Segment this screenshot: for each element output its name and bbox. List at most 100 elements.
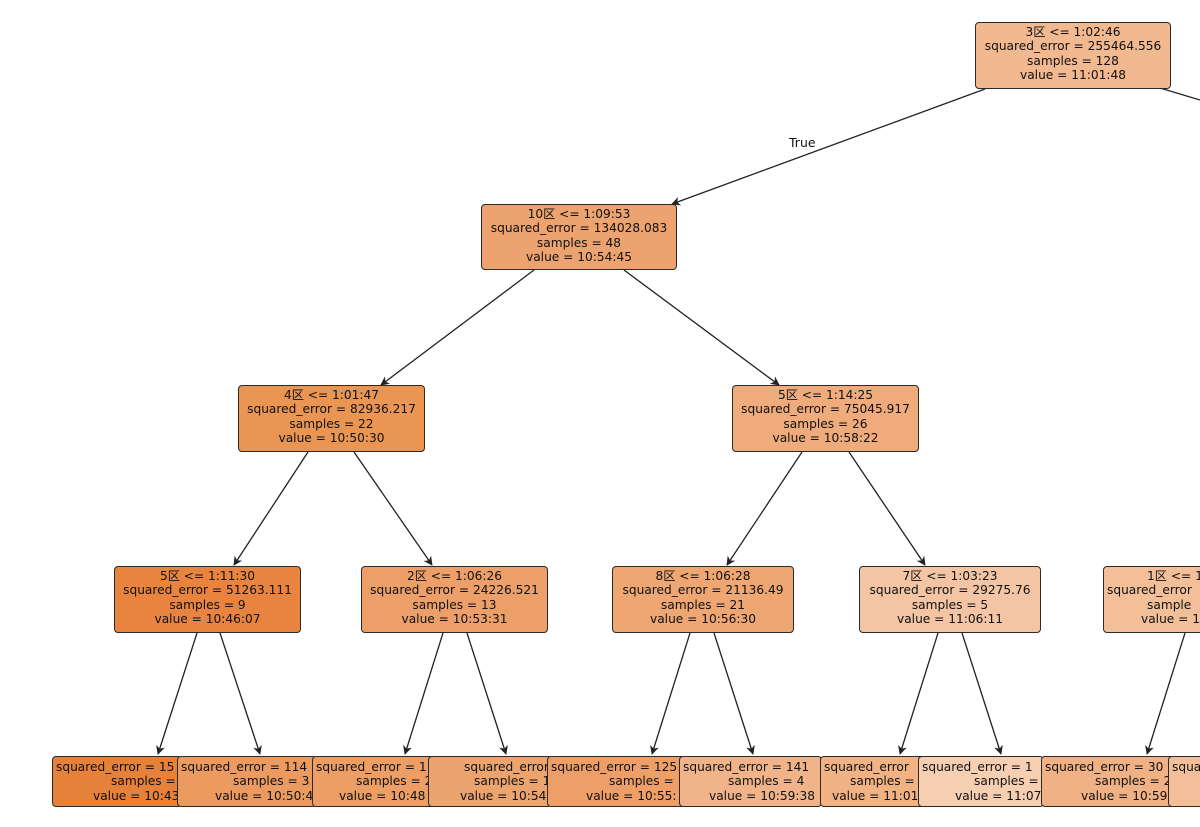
node-value: value = 10:50:30 bbox=[278, 431, 385, 446]
node-samples: samples = 48 bbox=[536, 235, 622, 250]
tree-node-root: 3区 <= 1:02:46 squared_error = 255464.556… bbox=[975, 22, 1171, 89]
node-squared-error: squared_error = 125 bbox=[551, 760, 678, 774]
node-value: value = 11:07 bbox=[955, 788, 1042, 803]
true-edge-label: True bbox=[789, 135, 816, 150]
node-value: value = 10:59:38 bbox=[709, 788, 815, 803]
node-samples: samples = bbox=[974, 774, 1039, 789]
edge-root-right bbox=[1159, 87, 1200, 101]
node-squared-error: squa bbox=[1172, 760, 1200, 774]
node-samples: samples = 9 bbox=[169, 597, 246, 612]
node-split-condition: 7区 <= 1:03:23 bbox=[902, 569, 998, 583]
edge-n1-n3 bbox=[623, 269, 780, 386]
node-samples: samples = 13 bbox=[412, 597, 497, 612]
edge-n8-l9 bbox=[1145, 632, 1186, 755]
node-squared-error: squared_error = 141 bbox=[683, 760, 810, 774]
node-samples: samples = 22 bbox=[289, 416, 374, 431]
node-samples: samples = 21 bbox=[660, 597, 746, 612]
node-value: value = 10:43 bbox=[93, 788, 180, 803]
tree-leaf-5: squared_error = 125 samples = 17 value =… bbox=[547, 756, 685, 807]
node-split-condition: 5区 <= 1:11:30 bbox=[159, 569, 256, 583]
node-split-condition: 4区 <= 1:01:47 bbox=[283, 388, 380, 402]
node-squared-error: squared_error = 15 bbox=[56, 760, 175, 774]
node-squared-error: squared_error = 134028.083 bbox=[490, 221, 668, 236]
edge-n5-l4 bbox=[466, 632, 508, 755]
node-squared-error: squared_error = 21136.49 bbox=[622, 583, 784, 598]
node-samples: samples = 3 bbox=[233, 774, 310, 789]
tree-leaf-10: squa bbox=[1168, 756, 1200, 807]
edge-n6-l5 bbox=[650, 632, 691, 755]
node-squared-error: squared_error bbox=[824, 760, 909, 774]
node-squared-error: squared_error = 75045.917 bbox=[741, 402, 910, 417]
node-squared-error: squared_error = 24226.521 bbox=[370, 583, 539, 598]
node-squared-error: squared_error = 8 bbox=[464, 760, 551, 774]
node-value: value = 10:59 bbox=[1081, 788, 1168, 803]
node-value: value = 10:55: bbox=[586, 788, 677, 803]
tree-node-depth3-c: 8区 <= 1:06:28 squared_error = 21136.49 s… bbox=[612, 566, 794, 633]
node-value: value = 1 bbox=[1141, 612, 1200, 627]
edge-n5-l3 bbox=[403, 632, 444, 755]
edge-n3-n7 bbox=[848, 451, 926, 566]
tree-leaf-2: squared_error = 114 samples = 3 value = … bbox=[177, 756, 317, 807]
node-value: value = 11:06:11 bbox=[897, 612, 1003, 627]
tree-node-depth1-left: 10区 <= 1:09:53 squared_error = 134028.08… bbox=[481, 204, 677, 270]
node-split-condition: 5区 <= 1:14:25 bbox=[777, 388, 874, 402]
node-split-condition: 1区 <= 1 bbox=[1147, 569, 1200, 583]
node-squared-error: squared_error = 1 bbox=[316, 760, 427, 774]
tree-leaf-6: squared_error = 141 samples = 4 value = … bbox=[679, 756, 822, 807]
tree-node-depth3-e: 1区 <= 1 squared_error sample value = 1 bbox=[1103, 566, 1200, 633]
edge-n7-l8 bbox=[961, 632, 1003, 755]
node-squared-error: squared_error = 29275.76 bbox=[869, 583, 1031, 598]
node-samples: samples = 17 bbox=[609, 774, 685, 789]
node-squared-error: squared_error = 51263.111 bbox=[123, 583, 292, 598]
node-samples: sample bbox=[1147, 597, 1192, 612]
node-value: value = 10:54 bbox=[460, 788, 547, 803]
tree-node-depth3-b: 2区 <= 1:06:26 squared_error = 24226.521 … bbox=[361, 566, 548, 633]
node-samples: samples = 2 bbox=[1095, 774, 1172, 789]
node-squared-error: squared_error bbox=[1107, 583, 1192, 598]
tree-leaf-1: squared_error = 15 samples = value = 10:… bbox=[52, 756, 182, 807]
tree-node-depth3-a: 5区 <= 1:11:30 squared_error = 51263.111 … bbox=[114, 566, 301, 633]
node-squared-error: squared_error = 30 bbox=[1045, 760, 1164, 774]
node-samples: samples = bbox=[850, 774, 915, 789]
edge-n3-n6 bbox=[726, 451, 803, 566]
tree-node-depth3-d: 7区 <= 1:03:23 squared_error = 29275.76 s… bbox=[859, 566, 1041, 633]
node-value: value = 10:50:4 bbox=[215, 788, 314, 803]
node-squared-error: squared_error = 1 bbox=[922, 760, 1033, 774]
node-squared-error: squared_error = 82936.217 bbox=[247, 402, 416, 417]
node-split-condition: 2区 <= 1:06:26 bbox=[406, 569, 503, 583]
node-samples: samples = 5 bbox=[911, 597, 989, 612]
node-samples: samples = 2 bbox=[356, 774, 433, 789]
node-split-condition: 10区 <= 1:09:53 bbox=[527, 207, 631, 221]
node-value: value = 10:53:31 bbox=[401, 612, 508, 627]
edge-n4-l2 bbox=[219, 632, 262, 755]
edge-n1-n2 bbox=[380, 269, 535, 386]
tree-leaf-9: squared_error = 30 samples = 2 value = 1… bbox=[1041, 756, 1175, 807]
node-value: value = 11:01:48 bbox=[1020, 68, 1126, 83]
node-samples: samples = 4 bbox=[728, 774, 805, 789]
node-split-condition: 3区 <= 1:02:46 bbox=[1025, 25, 1121, 39]
node-squared-error: squared_error = 255464.556 bbox=[984, 39, 1162, 54]
node-value: value = 10:46:07 bbox=[154, 612, 261, 627]
tree-leaf-3: squared_error = 1 samples = 2 value = 10… bbox=[312, 756, 438, 807]
tree-node-depth2-a: 4区 <= 1:01:47 squared_error = 82936.217 … bbox=[238, 385, 425, 452]
node-value: value = 10:56:30 bbox=[650, 612, 756, 627]
node-split-condition: 8区 <= 1:06:28 bbox=[655, 569, 751, 583]
edge-n6-l6 bbox=[713, 632, 755, 755]
tree-leaf-4: squared_error = 8 samples = 1 value = 10… bbox=[428, 756, 552, 807]
node-samples: samples = 1 bbox=[474, 774, 551, 789]
node-value: value = 10:58:22 bbox=[772, 431, 879, 446]
node-value: value = 10:48 bbox=[339, 788, 426, 803]
edge-root-left bbox=[671, 88, 986, 206]
node-value: value = 11:01 bbox=[832, 788, 919, 803]
edge-n2-n5 bbox=[353, 451, 433, 566]
edge-n4-l1 bbox=[156, 632, 198, 755]
edge-n2-n4 bbox=[233, 451, 309, 566]
node-samples: samples = 26 bbox=[783, 416, 868, 431]
tree-leaf-8: squared_error = 1 samples = value = 11:0… bbox=[918, 756, 1044, 807]
edge-n7-l7 bbox=[898, 632, 939, 755]
tree-leaf-7: squared_error samples = value = 11:01 bbox=[820, 756, 930, 807]
node-squared-error: squared_error = 114 bbox=[181, 760, 308, 774]
node-value: value = 10:54:45 bbox=[526, 250, 632, 265]
tree-node-depth2-b: 5区 <= 1:14:25 squared_error = 75045.917 … bbox=[732, 385, 919, 452]
